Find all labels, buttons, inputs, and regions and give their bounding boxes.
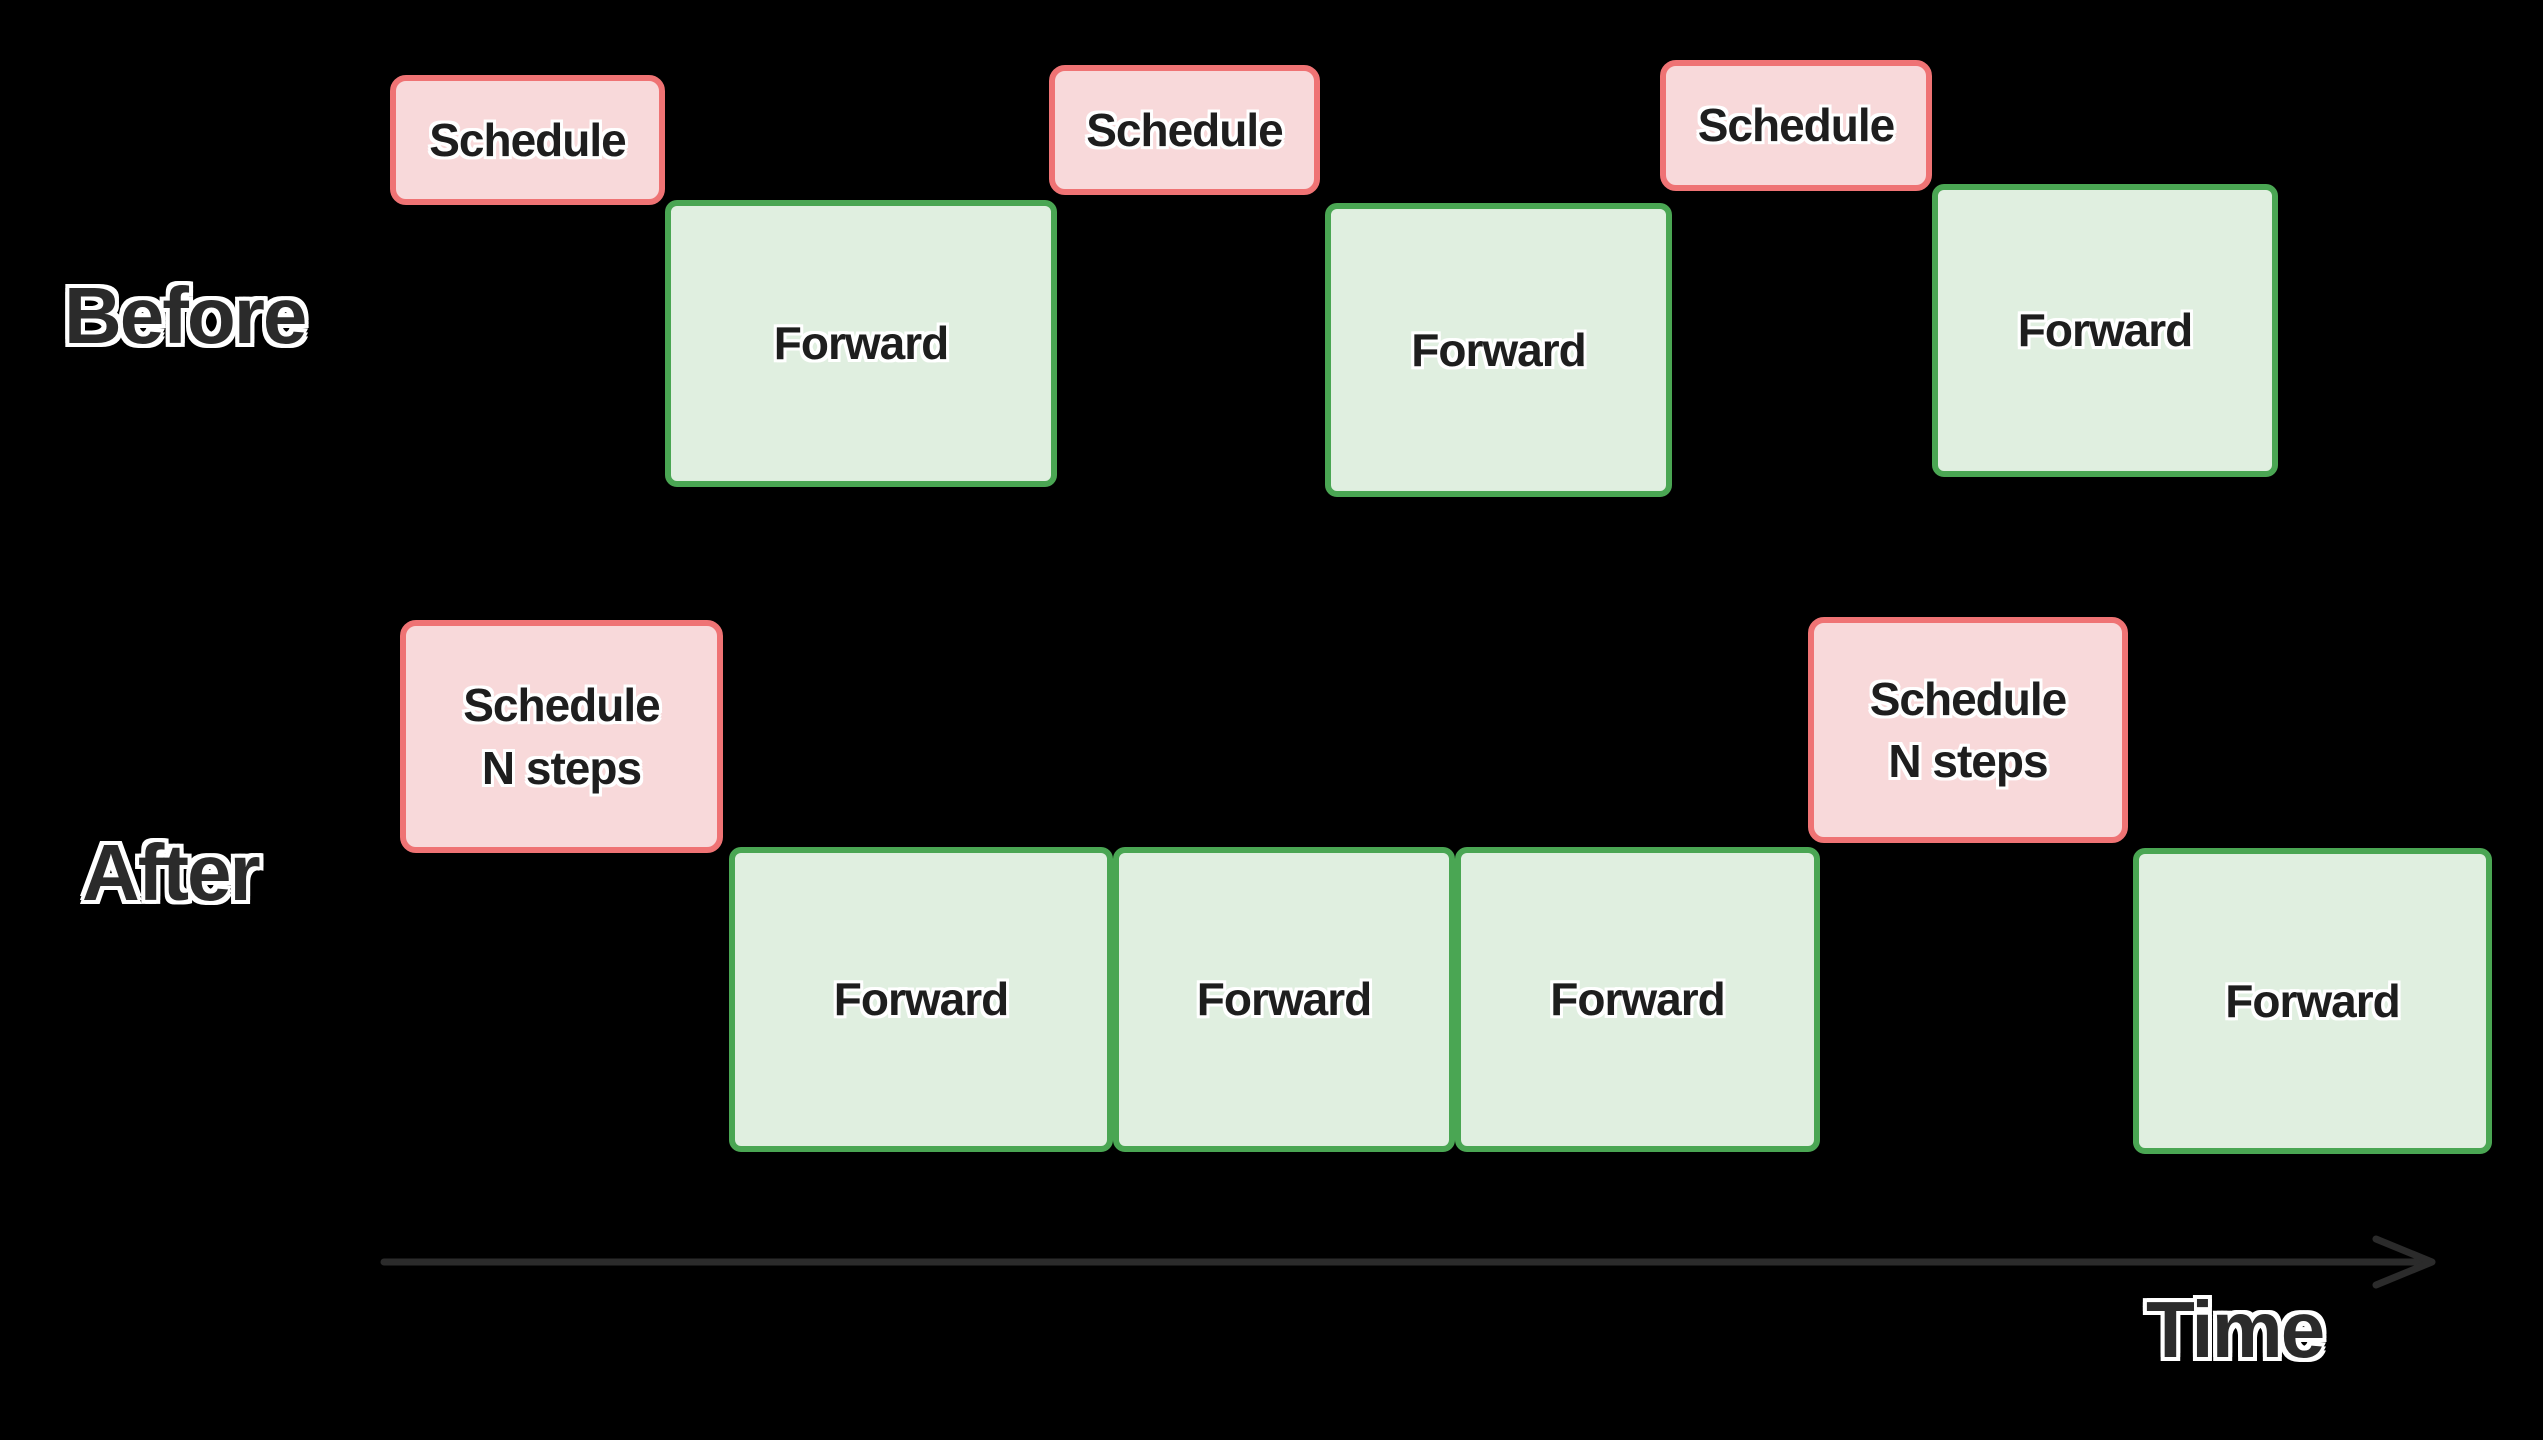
- schedule-n-steps-line1: Schedule: [463, 679, 661, 732]
- forward-box-label: Forward: [773, 317, 949, 370]
- after-row-label: After: [82, 828, 261, 917]
- forward-box: Forward: [1932, 184, 2278, 477]
- forward-box: Forward: [1455, 847, 1820, 1152]
- schedule-box-label: Schedule: [1697, 99, 1896, 152]
- schedule-n-steps-box: Schedule N steps: [400, 620, 723, 853]
- schedule-box: Schedule: [390, 75, 665, 205]
- forward-box-label: Forward: [2225, 974, 2400, 1027]
- schedule-n-steps-line2: N steps: [1888, 735, 2048, 787]
- time-axis-arrow: [380, 1235, 2436, 1289]
- forward-box-label: Forward: [1550, 973, 1725, 1026]
- forward-box-label: Forward: [1196, 973, 1372, 1026]
- schedule-n-steps-box: Schedule N steps: [1808, 617, 2128, 843]
- forward-box: Forward: [1113, 847, 1455, 1152]
- schedule-n-steps-line1: Schedule: [1869, 672, 2068, 725]
- forward-box-label: Forward: [2017, 304, 2193, 357]
- schedule-box-label: Schedule: [1086, 103, 1284, 156]
- forward-box-label: Forward: [1411, 323, 1586, 376]
- forward-box: Forward: [2133, 848, 2492, 1154]
- forward-box: Forward: [665, 200, 1057, 487]
- schedule-box-label: Schedule: [429, 113, 627, 166]
- forward-box: Forward: [729, 847, 1113, 1152]
- schedule-box: Schedule: [1660, 60, 1932, 191]
- forward-box: Forward: [1325, 203, 1672, 497]
- before-row-label: Before: [64, 271, 307, 360]
- schedule-box: Schedule: [1049, 65, 1320, 195]
- schedule-n-steps-line2: N steps: [481, 741, 642, 794]
- forward-box-label: Forward: [833, 973, 1009, 1026]
- time-axis-label: Time: [2146, 1285, 2325, 1374]
